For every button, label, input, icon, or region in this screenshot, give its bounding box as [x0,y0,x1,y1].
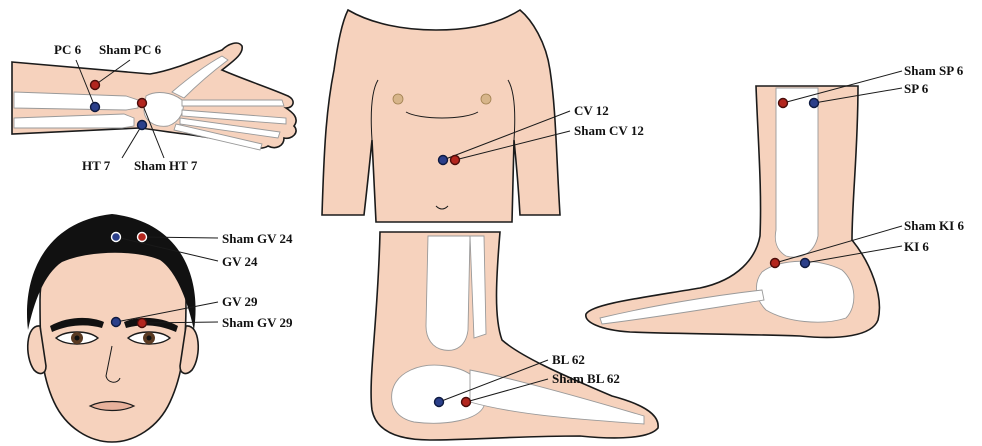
gv29-label: GV 29 [222,294,258,309]
sham-cv12-label: Sham CV 12 [574,123,644,138]
sham-gv29-point [138,319,147,328]
ht7-point [138,121,147,130]
torso-figure [322,10,560,222]
sham-ki6-label: Sham KI 6 [904,218,964,233]
tibia-bone [426,236,470,350]
gv29-point [112,318,121,327]
sp6-point [810,99,819,108]
medial-tarsal-bones [756,261,853,322]
bl62-label: BL 62 [552,352,585,367]
sham-pc6-point [91,81,100,90]
lead-ht7 [122,125,142,158]
torso-skin [322,10,560,222]
sham-gv24-label: Sham GV 24 [222,231,293,246]
ki6-label: KI 6 [904,239,929,254]
right-nipple [481,94,491,104]
sham-gv29-label: Sham GV 29 [222,315,293,330]
medial-tibia-bone [775,88,818,257]
left-eye [56,332,98,344]
head-figure [27,214,198,442]
sham-sp6-label: Sham SP 6 [904,63,964,78]
gv24-label: GV 24 [222,254,258,269]
finger-bone-1 [182,100,284,106]
ki6-point [801,259,810,268]
sham-sp6-point [779,99,788,108]
gv24-point [112,233,121,242]
sham-ki6-point [771,259,780,268]
sham-cv12-point [451,156,460,165]
lateral-foot-figure [371,232,658,440]
ht7-label: HT 7 [82,158,111,173]
sp6-label: SP 6 [904,81,929,96]
sham-gv24-point [138,233,147,242]
pc6-label: PC 6 [54,42,82,57]
cv12-label: CV 12 [574,103,609,118]
sham-ht7-label: Sham HT 7 [134,158,198,173]
mouth [90,402,134,411]
sham-bl62-point [462,398,471,407]
bl62-point [435,398,444,407]
right-eye [128,332,170,344]
sham-ht7-point [138,99,147,108]
sham-pc6-label: Sham PC 6 [99,42,162,57]
pc6-point [91,103,100,112]
cv12-point [439,156,448,165]
left-nipple [393,94,403,104]
sham-bl62-label: Sham BL 62 [552,371,620,386]
